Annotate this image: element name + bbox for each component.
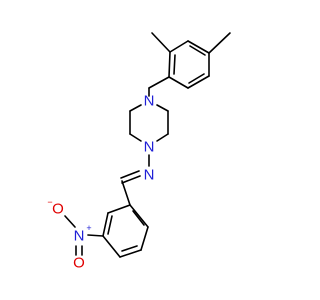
imine-nitrogen: N bbox=[144, 167, 155, 184]
molecule-structure: N N N N + O − O bbox=[47, 32, 231, 272]
ring-double-bond bbox=[132, 210, 145, 226]
ring-bond bbox=[187, 40, 210, 54]
ring-bond bbox=[187, 75, 210, 89]
ring-bond bbox=[102, 212, 109, 237]
structure-canvas: N N N N + O − O bbox=[47, 32, 231, 272]
ring-bond bbox=[169, 40, 189, 53]
ring-bond bbox=[107, 204, 131, 214]
ring-double-bond bbox=[121, 245, 138, 252]
c-nitro-bond bbox=[87, 234, 104, 237]
n-o-single-bond bbox=[64, 215, 76, 228]
ring-double-bond bbox=[189, 45, 206, 56]
nitro-oxygen-anion: O bbox=[52, 201, 64, 218]
ring-bond bbox=[168, 76, 189, 89]
ring-bond bbox=[119, 249, 142, 258]
ring-bond bbox=[129, 104, 142, 112]
ring-double-bond bbox=[173, 54, 176, 75]
ring-bond bbox=[140, 226, 149, 251]
imine-double-bond bbox=[120, 170, 140, 179]
ring-bond bbox=[102, 235, 121, 258]
ring-bond bbox=[129, 133, 142, 142]
dimethylbenzene-ring bbox=[168, 40, 210, 89]
ring-bond bbox=[168, 51, 171, 78]
ring-bond bbox=[156, 104, 169, 112]
benzyl-ch2-bond bbox=[148, 76, 170, 89]
piperazine-ring bbox=[129, 104, 169, 142]
methyl-bond-ortho bbox=[151, 32, 171, 53]
ring-double-bond bbox=[188, 73, 205, 84]
piperazine-nitrogen-bottom: N bbox=[144, 139, 155, 156]
nitrobenzene-ring bbox=[102, 204, 149, 258]
ring-bond bbox=[156, 133, 169, 142]
ring-bond bbox=[129, 204, 149, 228]
methyl-bond-para bbox=[208, 32, 231, 54]
nitro-oxygen-double: O bbox=[73, 255, 85, 272]
imine-double-bond bbox=[121, 175, 141, 184]
nitro-oxygen-charge: − bbox=[47, 197, 52, 207]
ring-double-bond bbox=[107, 215, 113, 235]
piperazine-nitrogen-top: N bbox=[144, 93, 155, 110]
ch-to-ring-bond bbox=[121, 180, 131, 206]
nitro-nitrogen: N bbox=[74, 228, 85, 245]
nitro-nitrogen-charge: + bbox=[86, 223, 91, 233]
